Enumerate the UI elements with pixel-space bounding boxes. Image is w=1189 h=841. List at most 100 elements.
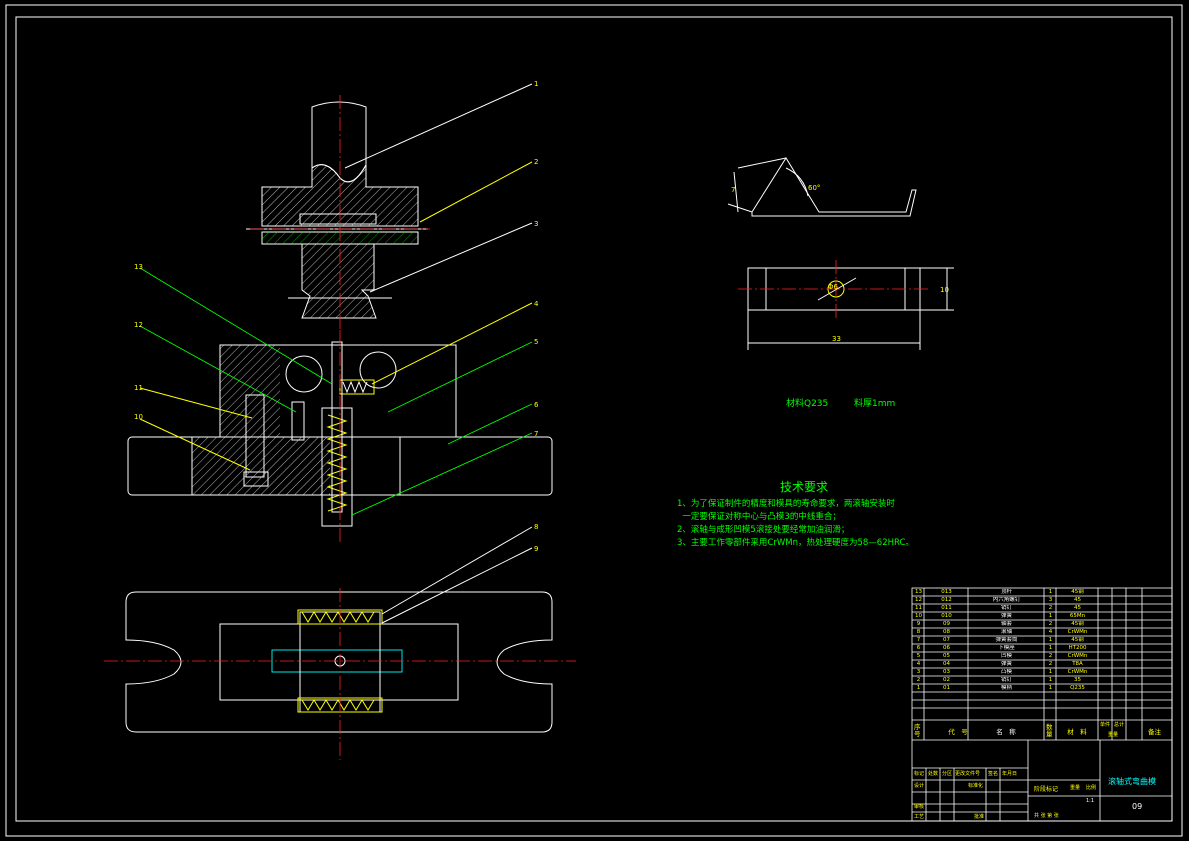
balloon-9: 9 (534, 545, 538, 553)
tech-requirements: 技术要求 1、为了保证制件的精度和模具的寿命要求，两滚轴安装时 一定要保证对称中… (677, 478, 997, 550)
bom-cell-no: 11 (915, 605, 922, 611)
bom-row: 6 06 下模座 1 HT200 (912, 644, 1172, 652)
bom-cell-qty: 2 (1048, 661, 1053, 667)
bom-cell-qty: 2 (1048, 605, 1053, 611)
tb-label-10: 批准 (974, 814, 985, 820)
bom-cell-code: 01 (943, 685, 950, 691)
bom-cell-qty: 1 (1048, 637, 1053, 643)
bom-cell-mat: 45钢 (1071, 621, 1084, 627)
bom-cell-qty: 1 (1048, 589, 1053, 595)
tech-line-4: 3、主要工作零部件采用CrWMn，热处理硬度为58—62HRC。 (677, 538, 914, 548)
bom-cell-mat: 45钢 (1071, 637, 1084, 643)
tb-label-6: 设计 (914, 783, 925, 789)
bom-cell-name: 顶杆 (1000, 589, 1012, 595)
bom-cell-qty: 1 (1048, 677, 1053, 683)
tech-line-1: 1、为了保证制件的精度和模具的寿命要求，两滚轴安装时 (677, 499, 895, 509)
weight-label: 重量 (1070, 785, 1081, 791)
tb-label-5: 年月日 (1002, 771, 1018, 777)
bom-cell-code: 09 (943, 621, 950, 627)
bom-cell-name: 弹簧 (1000, 661, 1012, 667)
tb-label-9: 工艺 (914, 814, 925, 820)
bom-cell-name: 弹簧套筒 (995, 637, 1018, 643)
bom-cell-code: 011 (941, 605, 952, 611)
diameter-label: Φ6 (828, 283, 839, 291)
bom-cell-mat: 45 (1074, 605, 1081, 611)
tech-line-3: 2、滚轴与成形凹模5滚接处要经常加油润滑； (677, 525, 850, 535)
bom-cell-no: 7 (916, 637, 921, 643)
drawing-number: 09 (1132, 802, 1143, 811)
balloon-7: 7 (534, 430, 538, 438)
bom-cell-qty: 1 (1048, 685, 1053, 691)
bom-cell-name: 凸模 (1000, 669, 1012, 675)
bom-cell-name: 滚轴 (1000, 629, 1012, 635)
bom-cell-name: 内六角螺钉 (992, 597, 1021, 603)
bom-cell-qty: 1 (1048, 669, 1053, 675)
height-label: 7 (731, 186, 735, 194)
header-mat: 材 料 (1067, 728, 1087, 736)
tb-label-7: 标准化 (968, 783, 984, 789)
bom-row: 8 08 滚轴 4 CrWMn (912, 628, 1172, 636)
bom-row: 3 03 凸模 1 CrWMn (912, 668, 1172, 676)
stage-label: 阶段标记 (1034, 786, 1059, 793)
header-code: 代 号 (948, 728, 968, 736)
plan-view (104, 588, 576, 760)
balloon-13: 13 (134, 263, 143, 271)
bom-cell-name: 模柄 (1000, 685, 1012, 691)
bom-cell-no: 6 (916, 645, 921, 651)
drawing-title: 滚轴式弯曲模 (1108, 777, 1156, 786)
bom-cell-no: 8 (916, 629, 921, 635)
bom-cell-code: 06 (943, 645, 950, 651)
balloon-1: 1 (534, 80, 538, 88)
bom-cell-no: 9 (916, 621, 921, 627)
bom-cell-mat: CrWMn (1067, 629, 1088, 635)
leader-lines (139, 83, 533, 624)
header-weight: 重量 (1108, 732, 1119, 738)
header-name: 名 称 (996, 728, 1016, 736)
tb-label-4: 签名 (988, 771, 999, 777)
part-sketch (727, 157, 954, 350)
bom-cell-mat: HT200 (1068, 645, 1087, 651)
material-text: 材料Q235 (786, 399, 829, 409)
scale-label: 比例 (1086, 785, 1097, 791)
bom-cell-qty: 4 (1048, 629, 1053, 635)
bom-cell-no: 4 (916, 661, 921, 667)
bom-cell-qty: 3 (1048, 597, 1053, 603)
balloon-2: 2 (534, 158, 538, 166)
inner-border (15, 16, 1173, 822)
tb-label-1: 处数 (928, 771, 939, 777)
balloon-8: 8 (534, 523, 538, 531)
bom-cell-mat: T8A (1072, 661, 1083, 667)
bom-cell-code: 08 (943, 629, 950, 635)
part-dimensions: 60° 7 Φ6 10 33 (731, 184, 949, 343)
bom-cell-no: 13 (915, 589, 922, 595)
balloon-11: 11 (134, 384, 143, 392)
bom-cell-no: 3 (916, 669, 921, 675)
bom-cell-qty: 1 (1048, 645, 1053, 651)
thickness-text: 料厚1mm (854, 399, 896, 409)
bom-cell-mat: CrWMn (1067, 669, 1088, 675)
bom-cell-code: 03 (943, 669, 950, 675)
balloon-3: 3 (534, 220, 538, 228)
bom-cell-code: 010 (941, 613, 952, 619)
bom-cell-mat: 65Mn (1069, 613, 1086, 619)
bom-cell-name: 下模座 (998, 645, 1015, 651)
bom-cell-mat: Q235 (1070, 685, 1085, 691)
tb-label-8: 审核 (914, 804, 925, 810)
bom-cell-code: 012 (941, 597, 952, 603)
balloon-12: 12 (134, 321, 143, 329)
bom-cell-code: 04 (943, 661, 950, 667)
bom-cell-qty: 2 (1048, 653, 1053, 659)
bom-grid (911, 587, 1173, 822)
tb-label-2: 分区 (942, 771, 953, 777)
bom-cell-qty: 2 (1048, 621, 1053, 627)
lower-die-assembly (127, 330, 553, 545)
